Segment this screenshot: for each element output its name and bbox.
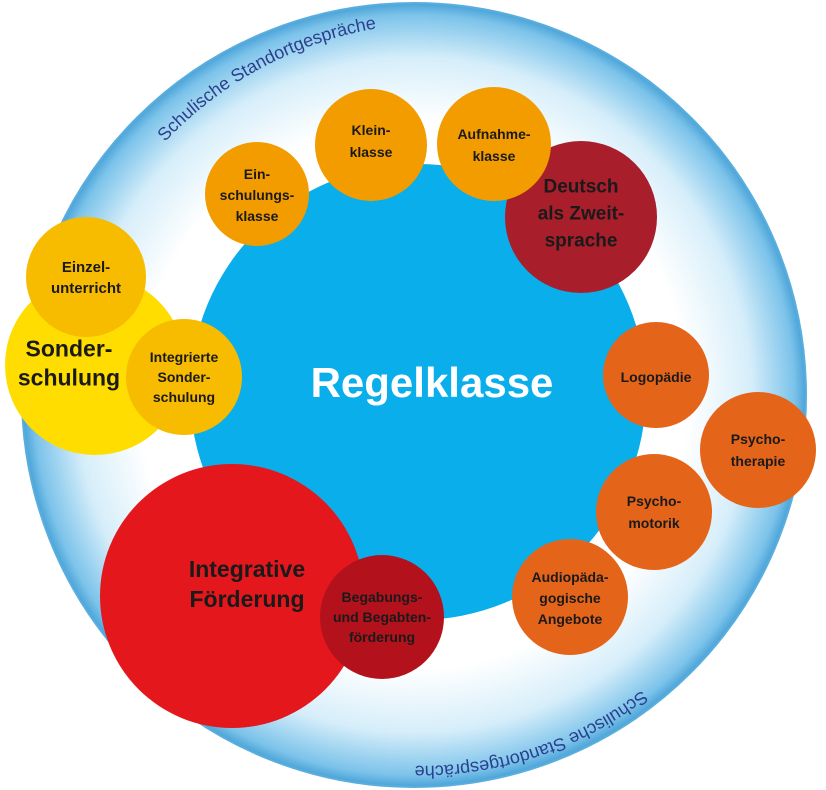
bubble-kleinklasse-label: Klein-klasse <box>350 122 393 160</box>
bubble-aufnahmeklasse-label: Aufnahme-klasse <box>457 126 530 164</box>
bubble-integrierte-label-line: Integrierte <box>150 349 219 365</box>
bubble-audio-label-line: Angebote <box>538 611 603 627</box>
bubble-integrierte-label-line: schulung <box>153 389 215 405</box>
bubble-integrative-foerderung <box>100 464 364 728</box>
bubble-psychomotorik <box>596 454 712 570</box>
bubble-begabung-label: Begabungs-und Begabten-förderung <box>333 589 431 645</box>
bubble-deutsch-label: Deutsch als Zweit-sprache <box>538 177 625 252</box>
bubble-logopaedie-label: Logopädie <box>621 369 692 385</box>
bubble-einzelunterricht-label-line: Einzel- <box>62 259 110 276</box>
bubble-begabungsfoerderung <box>320 555 444 679</box>
bubble-psychomotorik-label-line: motorik <box>628 515 680 531</box>
bubble-kleinklasse-label-line: Klein- <box>352 122 391 138</box>
bubble-kleinklasse <box>315 89 427 201</box>
bubble-begabung-label-line: und Begabten- <box>333 609 431 625</box>
bubble-deutsch <box>505 141 657 293</box>
bubble-integrierte-sonderschulung <box>126 319 242 435</box>
center-label: Regelklasse <box>311 359 554 406</box>
bubble-deutsch-label-line: Deutsch <box>544 177 619 198</box>
bubble-einschulungsklasse-label-line: schulungs- <box>220 187 295 203</box>
bubble-aufnahmeklasse-label-line: Aufnahme- <box>457 126 530 142</box>
bubble-audio-label-line: gogische <box>539 590 601 606</box>
bubble-begabung-label-line: Begabungs- <box>342 589 423 605</box>
bubble-integrierte-label-line: Sonder- <box>158 369 211 385</box>
bubble-integrative-label-line: Integrative <box>189 556 305 582</box>
bubble-deutsch-label-line: als Zweit- <box>538 204 625 225</box>
bubble-psychomotorik-label: Psycho-motorik <box>627 493 682 531</box>
bubble-psychotherapie-label-line: Psycho- <box>731 431 786 447</box>
bubble-einzelunterricht <box>26 217 146 337</box>
bubble-psychomotorik-label-line: Psycho- <box>627 493 682 509</box>
bubble-psychotherapie <box>700 392 816 508</box>
bubble-einzelunterricht-label-line: unterricht <box>51 280 121 297</box>
bubble-logopaedie-label-line: Logopädie <box>621 369 692 385</box>
bubble-integrative-label-line: Förderung <box>190 586 305 612</box>
bubble-begabung-label-line: förderung <box>349 629 415 645</box>
bubble-einzelunterricht-label: Einzel-unterricht <box>51 259 121 297</box>
bubble-psychotherapie-label: Psycho-therapie <box>731 431 786 469</box>
bubble-einschulungsklasse-label: Ein-schulungs-klasse <box>220 166 295 224</box>
bubble-sonderschulung-label-line: Sonder- <box>26 336 113 362</box>
bubble-sonderschulung-label: Sonder-schulung <box>18 336 120 391</box>
bubble-einschulungsklasse-label-line: klasse <box>236 208 279 224</box>
bubble-kleinklasse-label-line: klasse <box>350 144 393 160</box>
bubble-audiopaedagogische-angebote <box>512 539 628 655</box>
bubble-aufnahmeklasse <box>437 87 551 201</box>
bubble-einschulungsklasse <box>205 142 309 246</box>
bubble-sonderschulung-label-line: schulung <box>18 365 120 391</box>
bubble-audio-label-line: Audiopäda- <box>532 569 609 585</box>
bubble-logopaedie <box>603 322 709 428</box>
bubble-psychotherapie-label-line: therapie <box>731 453 786 469</box>
bubble-einschulungsklasse-label-line: Ein- <box>244 166 271 182</box>
bubble-aufnahmeklasse-label-line: klasse <box>473 148 516 164</box>
bubble-deutsch-label-line: sprache <box>545 231 618 252</box>
